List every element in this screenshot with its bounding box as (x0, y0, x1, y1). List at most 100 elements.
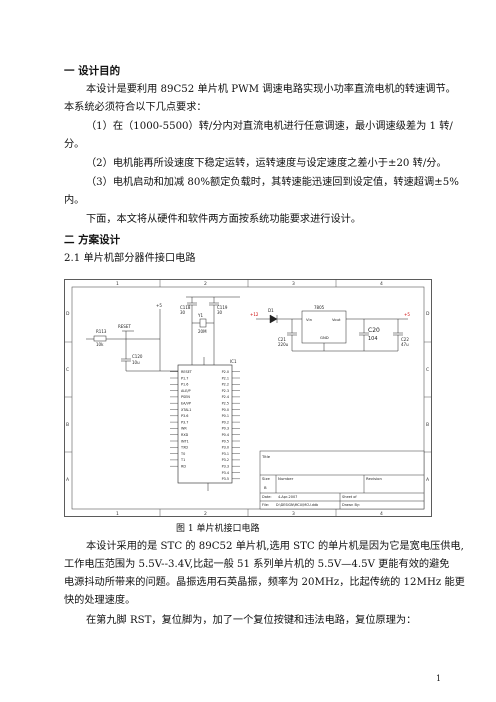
ic-pin-label: P3.3 (222, 465, 229, 469)
paragraph-line: 本系统必须符合以下几点要求： (64, 102, 207, 113)
row-label: D (426, 311, 430, 317)
requirement-3-line: （3）电机启动和加减 80%额定负载时，其转速能迅速回到设定值，转速超调±5% (86, 177, 459, 188)
capacitor-value: 47u (401, 342, 409, 347)
capacitor-value: 30 (217, 310, 223, 315)
ic-pin-label: P3.7 (181, 420, 188, 424)
paragraph-line: 下面，本文将从硬件和软件两方面按系统功能要求进行设计。 (86, 214, 362, 225)
ic-pin-label: RD (181, 465, 186, 469)
capacitor-label: C119 (217, 305, 228, 310)
capacitor-value: 104 (368, 336, 378, 342)
ic-pin-label: RESET (181, 370, 193, 374)
row-label: D (66, 311, 70, 317)
ic-pin-label: P1.7 (181, 376, 188, 380)
vin-label: +12 (250, 312, 259, 317)
row-label: C (66, 367, 69, 373)
regulator-pin: GND (320, 335, 329, 340)
col-label: 1 (116, 281, 119, 287)
row-label: B (426, 422, 429, 428)
ic-pin-label: T0 (180, 452, 185, 456)
ic-pin-label: P2.4 (222, 395, 229, 399)
section-1-heading: 一 设计目的 (64, 65, 121, 77)
ic-label: IC1 (230, 359, 237, 364)
paragraph-line: 本设计是要利用 89C52 单片机 PWM 调速电路实现小功率直流电机的转速调节… (86, 84, 456, 95)
row-label: A (426, 477, 430, 483)
col-label: 1 (116, 511, 119, 517)
col-label: 3 (292, 281, 295, 287)
ic-pin-label: P0.1 (222, 414, 229, 418)
power-supply-circuit (256, 310, 408, 352)
ic-pin-label: P2.2 (222, 383, 229, 387)
ic-pin-label: P2.0 (222, 370, 229, 374)
capacitor-label: C20 (368, 327, 380, 334)
paragraph-line: 电源抖动所带来的问题。晶振选用石英晶振，频率为 20MHz，比起传统的 12MH… (64, 577, 465, 588)
capacitor-label: C120 (132, 354, 143, 359)
ic-pin-label: XTAL1 (181, 408, 191, 412)
capacitor-label: C22 (401, 337, 409, 342)
resistor-value: 10k (96, 342, 104, 347)
ic-pin-label: P0.3 (222, 427, 229, 431)
ic-pin-label: PSEN (181, 395, 190, 399)
col-label: 4 (380, 281, 383, 287)
schematic-figure: 1 2 3 4 1 2 3 4 D C B A D C B A R113 1 (64, 279, 432, 517)
capacitor-value: 10u (132, 360, 140, 365)
vcc-label: +5 (156, 303, 162, 308)
diode-label: D1 (268, 308, 274, 313)
regulator-pin: Vin (306, 317, 313, 322)
ic-pin-label: ALE/P (181, 389, 191, 393)
regulator-pin: Vout (332, 317, 341, 322)
title-block-file: File: (262, 503, 269, 507)
crystal-value: 20M (198, 329, 207, 334)
ic-pin-label: P1.6 (181, 383, 188, 387)
title-block-file-value: D:\DESIGN\MCU\MCU.ddb (276, 503, 318, 507)
capacitor-label: C21 (278, 337, 286, 342)
title-block-date-value: 4-Apr-2007 (278, 495, 297, 499)
title-block-size-value: B (264, 485, 267, 490)
row-label: B (66, 422, 69, 428)
col-label: 2 (204, 281, 207, 287)
requirement-2: （2）电机能再所设速度下稳定运转，运转速度与设定速度之差小于±20 转/分。 (86, 158, 447, 169)
page-number: 1 (436, 674, 442, 683)
resistor-label: R113 (96, 329, 107, 334)
capacitor-label: C118 (180, 305, 191, 310)
ic-pin-label: WR (181, 427, 187, 431)
crystal-circuit (186, 296, 240, 357)
ic-pin-label: P2.5 (222, 402, 229, 406)
ic-pin-label: P3.0 (222, 446, 229, 450)
ic-pin-label: INT1 (181, 439, 189, 443)
ic-pin-label: P3.5 (222, 477, 229, 481)
ic-pin-label: TXD (180, 446, 188, 450)
requirement-3-line: 内。 (64, 195, 85, 206)
title-block-date: Date: (262, 495, 272, 499)
ic-right-pins: P2.0P2.1P2.2P2.3P2.4P2.5P0.0P0.1P0.2P0.3… (222, 370, 240, 481)
requirement-1-line: （1）在（1000-5500）转/分内对直流电机进行任意调速，最小调速级差为 1… (86, 121, 453, 132)
ic-left-pins: RESETP1.7P1.6ALE/PPSENEA/VPXTAL1P3.6P3.7… (170, 370, 193, 469)
ic-pin-label: P0.2 (222, 420, 229, 424)
ic-pin-label: RXD (181, 433, 189, 437)
title-block-title: Title (261, 454, 271, 459)
section-2-heading: 二 方案设计 (64, 234, 121, 246)
crystal-label: Y1 (197, 313, 203, 318)
ic-pin-label: P0.0 (222, 408, 229, 412)
row-label: A (66, 477, 70, 483)
col-label: 2 (204, 511, 207, 517)
reset-button-label: RESET (118, 324, 131, 329)
ic-pin-label: P3.2 (222, 458, 229, 462)
subsection-heading: 2.1 单片机部分器件接口电路 (64, 253, 196, 264)
title-block (259, 450, 425, 510)
paragraph-line: 本设计采用的是 STC 的 89C52 单片机,选用 STC 的单片机是因为它是… (86, 541, 464, 552)
ic-pin-label: T1 (180, 458, 185, 462)
title-block-drawn: Drawn By: (342, 503, 360, 507)
reset-circuit (86, 309, 178, 372)
title-block-sheet: Sheet of (342, 495, 357, 499)
regulator-label: 7805 (314, 305, 325, 310)
paragraph-line: 快的处理速度。 (64, 595, 136, 606)
ic-pin-label: P0.4 (222, 433, 229, 437)
col-label: 4 (380, 511, 383, 517)
ic-pin-label: P3.4 (222, 471, 229, 475)
title-block-revision: Revision (366, 476, 382, 481)
mcu-chip (177, 357, 233, 491)
ic-pin-label: EA/VP (181, 402, 191, 406)
capacitor-value: 30 (180, 310, 186, 315)
capacitor-value: 220u (278, 342, 289, 347)
